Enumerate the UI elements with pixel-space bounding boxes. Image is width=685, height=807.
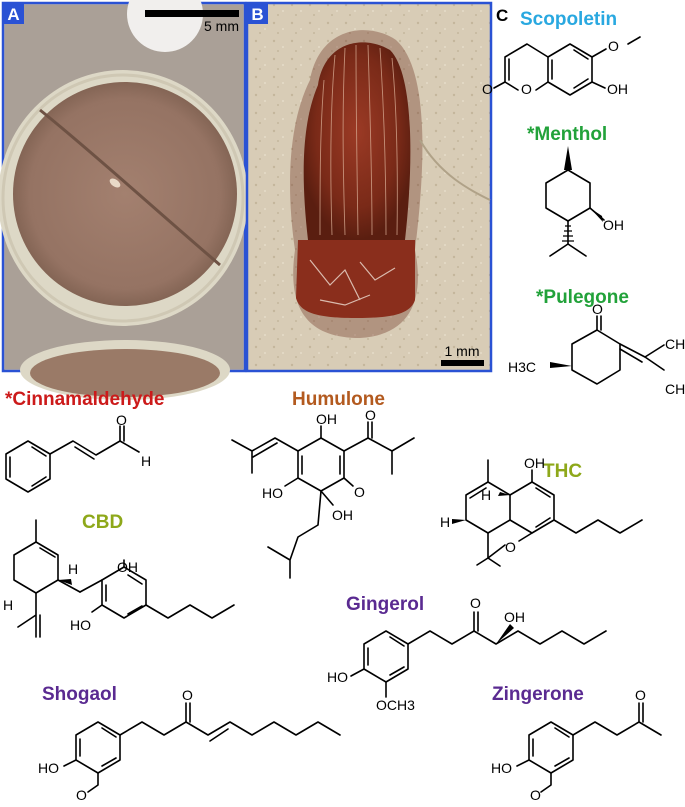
disc-crack — [39, 108, 221, 267]
thc-oh: OH — [524, 455, 545, 471]
gingerol-name: Gingerol — [346, 594, 424, 615]
atom-o-ring: O — [521, 81, 532, 97]
cbd-ho: HO — [70, 617, 91, 633]
shogaol-o-methoxy: O — [76, 787, 87, 803]
cinnamaldehyde-o: O — [116, 412, 127, 428]
cbd: CBD OH HO H H — [3, 512, 235, 638]
sample-disc — [13, 82, 237, 306]
thc-h2: H — [440, 514, 450, 530]
gingerol-ho: HO — [327, 669, 348, 685]
thc-h1: H — [481, 487, 491, 503]
shogaol-ho: HO — [38, 760, 59, 776]
atom-oh: OH — [607, 81, 628, 97]
panel-b: 1 mm B — [245, 1, 493, 373]
menthol-name: *Menthol — [527, 124, 607, 145]
menthol-oh: OH — [603, 217, 624, 233]
zingerone-o: O — [635, 687, 646, 703]
shogaol: Shogaol O HO O — [38, 684, 341, 803]
cbd-oh: OH — [117, 559, 138, 575]
humulone-oh-top: OH — [316, 411, 337, 427]
scale-bar-a-label: 5 mm — [204, 18, 239, 34]
cbd-h2: H — [3, 597, 13, 613]
panel-b-label: B — [251, 5, 263, 24]
cinnamaldehyde-name: *Cinnamaldehyde — [5, 389, 164, 410]
atom-o-carbonyl: O — [482, 81, 493, 97]
menthol: *Menthol OH — [527, 124, 624, 257]
pulegone-ch3-upper: CH3 — [665, 336, 685, 356]
gingerol-oh: OH — [504, 609, 525, 625]
pulegone-h3c: H3C — [508, 359, 536, 375]
thc: THC OH O H H — [440, 455, 643, 567]
cinnamaldehyde: *Cinnamaldehyde O H — [5, 389, 164, 493]
scopoletin: Scopoletin O O O OH — [482, 9, 641, 97]
zingerone-o-methoxy: O — [530, 787, 541, 803]
zingerone: Zingerone O HO O — [491, 684, 662, 803]
panel-a-label: A — [7, 5, 19, 24]
humulone-oh-bottom: OH — [332, 507, 353, 523]
shogaol-o: O — [182, 687, 193, 703]
thc-o: O — [505, 539, 516, 555]
zingerone-ho: HO — [491, 760, 512, 776]
pulegone: *Pulegone O CH3 CH3 H3C — [508, 287, 685, 401]
thc-name: THC — [543, 461, 582, 482]
humulone-o-ring: O — [354, 484, 365, 500]
humulone-name: Humulone — [292, 389, 385, 410]
pulegone-name: *Pulegone — [536, 287, 629, 308]
pulegone-o: O — [592, 301, 603, 317]
scale-bar-b — [441, 360, 484, 366]
shogaol-name: Shogaol — [42, 684, 117, 705]
cinnamaldehyde-h: H — [141, 453, 151, 469]
scale-bar-b-label: 1 mm — [445, 343, 480, 359]
fossil-pronotum — [296, 240, 415, 318]
panel-b-badge — [247, 3, 268, 24]
gingerol-o: O — [470, 595, 481, 611]
panel-c-label: C — [496, 6, 508, 25]
humulone-ho: HO — [262, 485, 283, 501]
atom-o-methoxy: O — [608, 38, 619, 54]
gingerol-och3: OCH3 — [376, 697, 415, 713]
panel-a: 5 mm A — [0, 0, 248, 400]
zingerone-name: Zingerone — [492, 684, 584, 705]
humulone: Humulone OH O HO O OH — [231, 389, 415, 579]
gingerol: Gingerol O OH HO OCH3 — [327, 594, 607, 713]
pulegone-ch3-lower: CH3 — [665, 381, 685, 401]
scopoletin-name: Scopoletin — [520, 9, 617, 30]
cbd-name: CBD — [82, 512, 123, 533]
scale-bar-a — [145, 10, 239, 17]
humulone-o-acyl: O — [365, 407, 376, 423]
panel-a-badge — [3, 3, 24, 24]
cbd-h1: H — [68, 561, 78, 577]
